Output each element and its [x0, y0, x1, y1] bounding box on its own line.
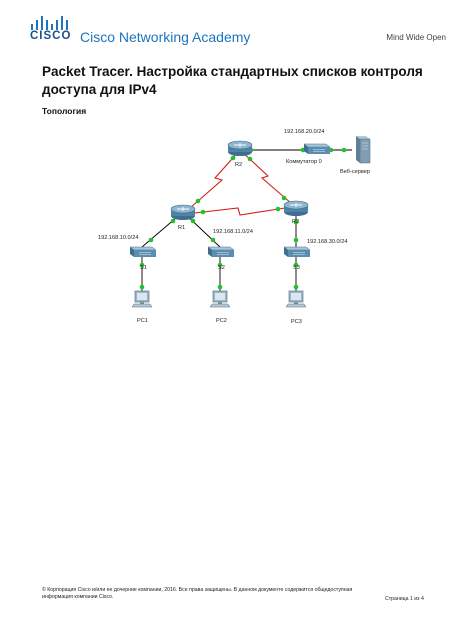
label-s1: S1 [140, 265, 147, 271]
web-server-icon [355, 135, 371, 164]
label-web-server: Веб-сервер [340, 169, 370, 175]
switch-s1-icon [129, 246, 157, 258]
label-pc3: PC3 [291, 319, 302, 325]
tagline: Mind Wide Open [386, 33, 446, 42]
label-pc2: PC2 [216, 318, 227, 324]
pc2-icon [209, 290, 231, 308]
router-r2-icon [227, 140, 253, 157]
label-s3: S3 [293, 265, 300, 271]
label-switch0: Коммутатор 0 [286, 159, 322, 165]
label-net-pc3: 192.168.30.0/24 [307, 239, 347, 245]
link-status-dots [139, 147, 347, 290]
label-net-pc1: 192.168.10.0/24 [98, 235, 138, 241]
cisco-logo-bars-icon [31, 16, 68, 30]
router-r1-icon [170, 204, 196, 221]
section-heading: Топология [42, 106, 87, 116]
router-r3-icon [283, 200, 309, 217]
switch-s3-icon [283, 246, 311, 258]
label-s2: S2 [218, 265, 225, 271]
topology-diagram: R2 R1 R3 Коммутатор 0 Веб-сервер 192.168… [98, 129, 371, 325]
page-number: Страница 1 из 4 [385, 596, 424, 602]
label-pc1: PC1 [137, 318, 148, 324]
label-r2: R2 [235, 162, 242, 168]
serial-links [189, 149, 293, 216]
pc3-icon [285, 290, 307, 308]
switch0-icon [303, 143, 331, 155]
label-net-server: 192.168.20.0/24 [284, 129, 324, 135]
cisco-logo-text: CISCO [30, 30, 72, 42]
label-net-pc2: 192.168.11.0/24 [213, 229, 253, 235]
pc1-icon [131, 290, 153, 308]
document-title: Packet Tracer. Настройка стандартных спи… [42, 64, 423, 97]
page-header: CISCO Cisco Networking Academy Mind Wide… [0, 0, 474, 50]
label-r1: R1 [178, 225, 185, 231]
label-r3: R3 [292, 219, 299, 225]
copyright-notice: © Корпорация Cisco и/или ее дочерние ком… [42, 587, 353, 600]
switch-s2-icon [207, 246, 235, 258]
product-name: Cisco Networking Academy [80, 29, 251, 45]
